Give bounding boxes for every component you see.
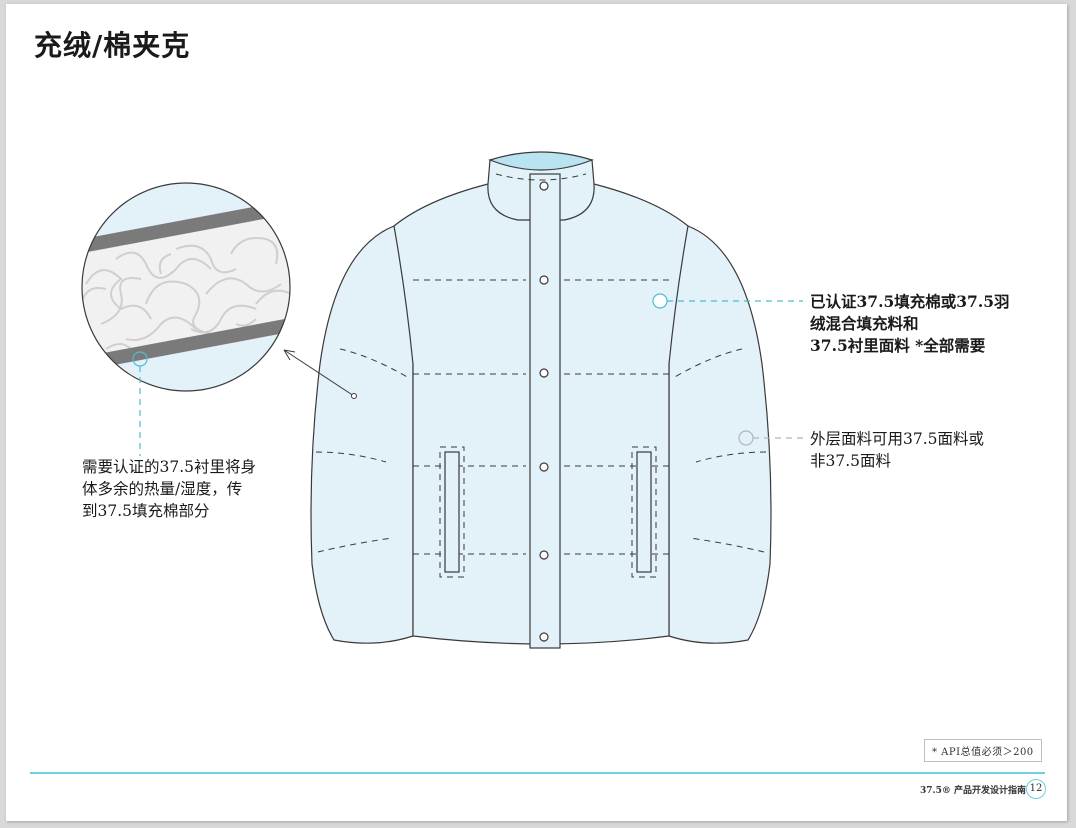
callout-line: 绒混合填充料和 — [810, 314, 919, 333]
callout-lining: 需要认证的37.5衬里将身 体多余的热量/湿度，传 到37.5填充棉部分 — [82, 456, 256, 522]
callout-line: 体多余的热量/湿度，传 — [82, 480, 243, 498]
callout-line: 需要认证的37.5衬里将身 — [82, 458, 257, 476]
quilting-lines — [315, 173, 767, 578]
footer-label: 37.5® 产品开发设计指南 — [920, 786, 1027, 796]
placket-buttons — [539, 181, 549, 642]
callout-certified-fill: 已认证37.5填充棉或37.5羽 绒混合填充料和 37.5衬里面料 *全部需要 — [810, 291, 1010, 357]
callout-line: 到37.5填充棉部分 — [82, 502, 210, 520]
footer-rule — [30, 772, 1045, 774]
page-number: 12 — [1026, 779, 1046, 799]
jacket-illustration — [81, 151, 803, 649]
callout-line: 37.5衬里面料 *全部需要 — [810, 336, 986, 355]
callout-line: 非37.5面料 — [810, 452, 892, 470]
document-page: 充绒/棉夹克 — [6, 4, 1067, 821]
detail-arrow — [283, 349, 357, 399]
callout-connectors — [132, 293, 803, 456]
jacket-drawing — [310, 151, 772, 649]
callout-outer-fabric: 外层面料可用37.5面料或 非37.5面料 — [810, 428, 984, 472]
page-title: 充绒/棉夹克 — [34, 29, 191, 62]
callout-line: 已认证37.5填充棉或37.5羽 — [810, 292, 1010, 311]
magnifier-detail — [81, 182, 291, 392]
pocket-welts — [444, 451, 652, 573]
api-footnote: * API总值必须＞200 — [924, 739, 1042, 762]
callout-line: 外层面料可用37.5面料或 — [810, 430, 985, 448]
